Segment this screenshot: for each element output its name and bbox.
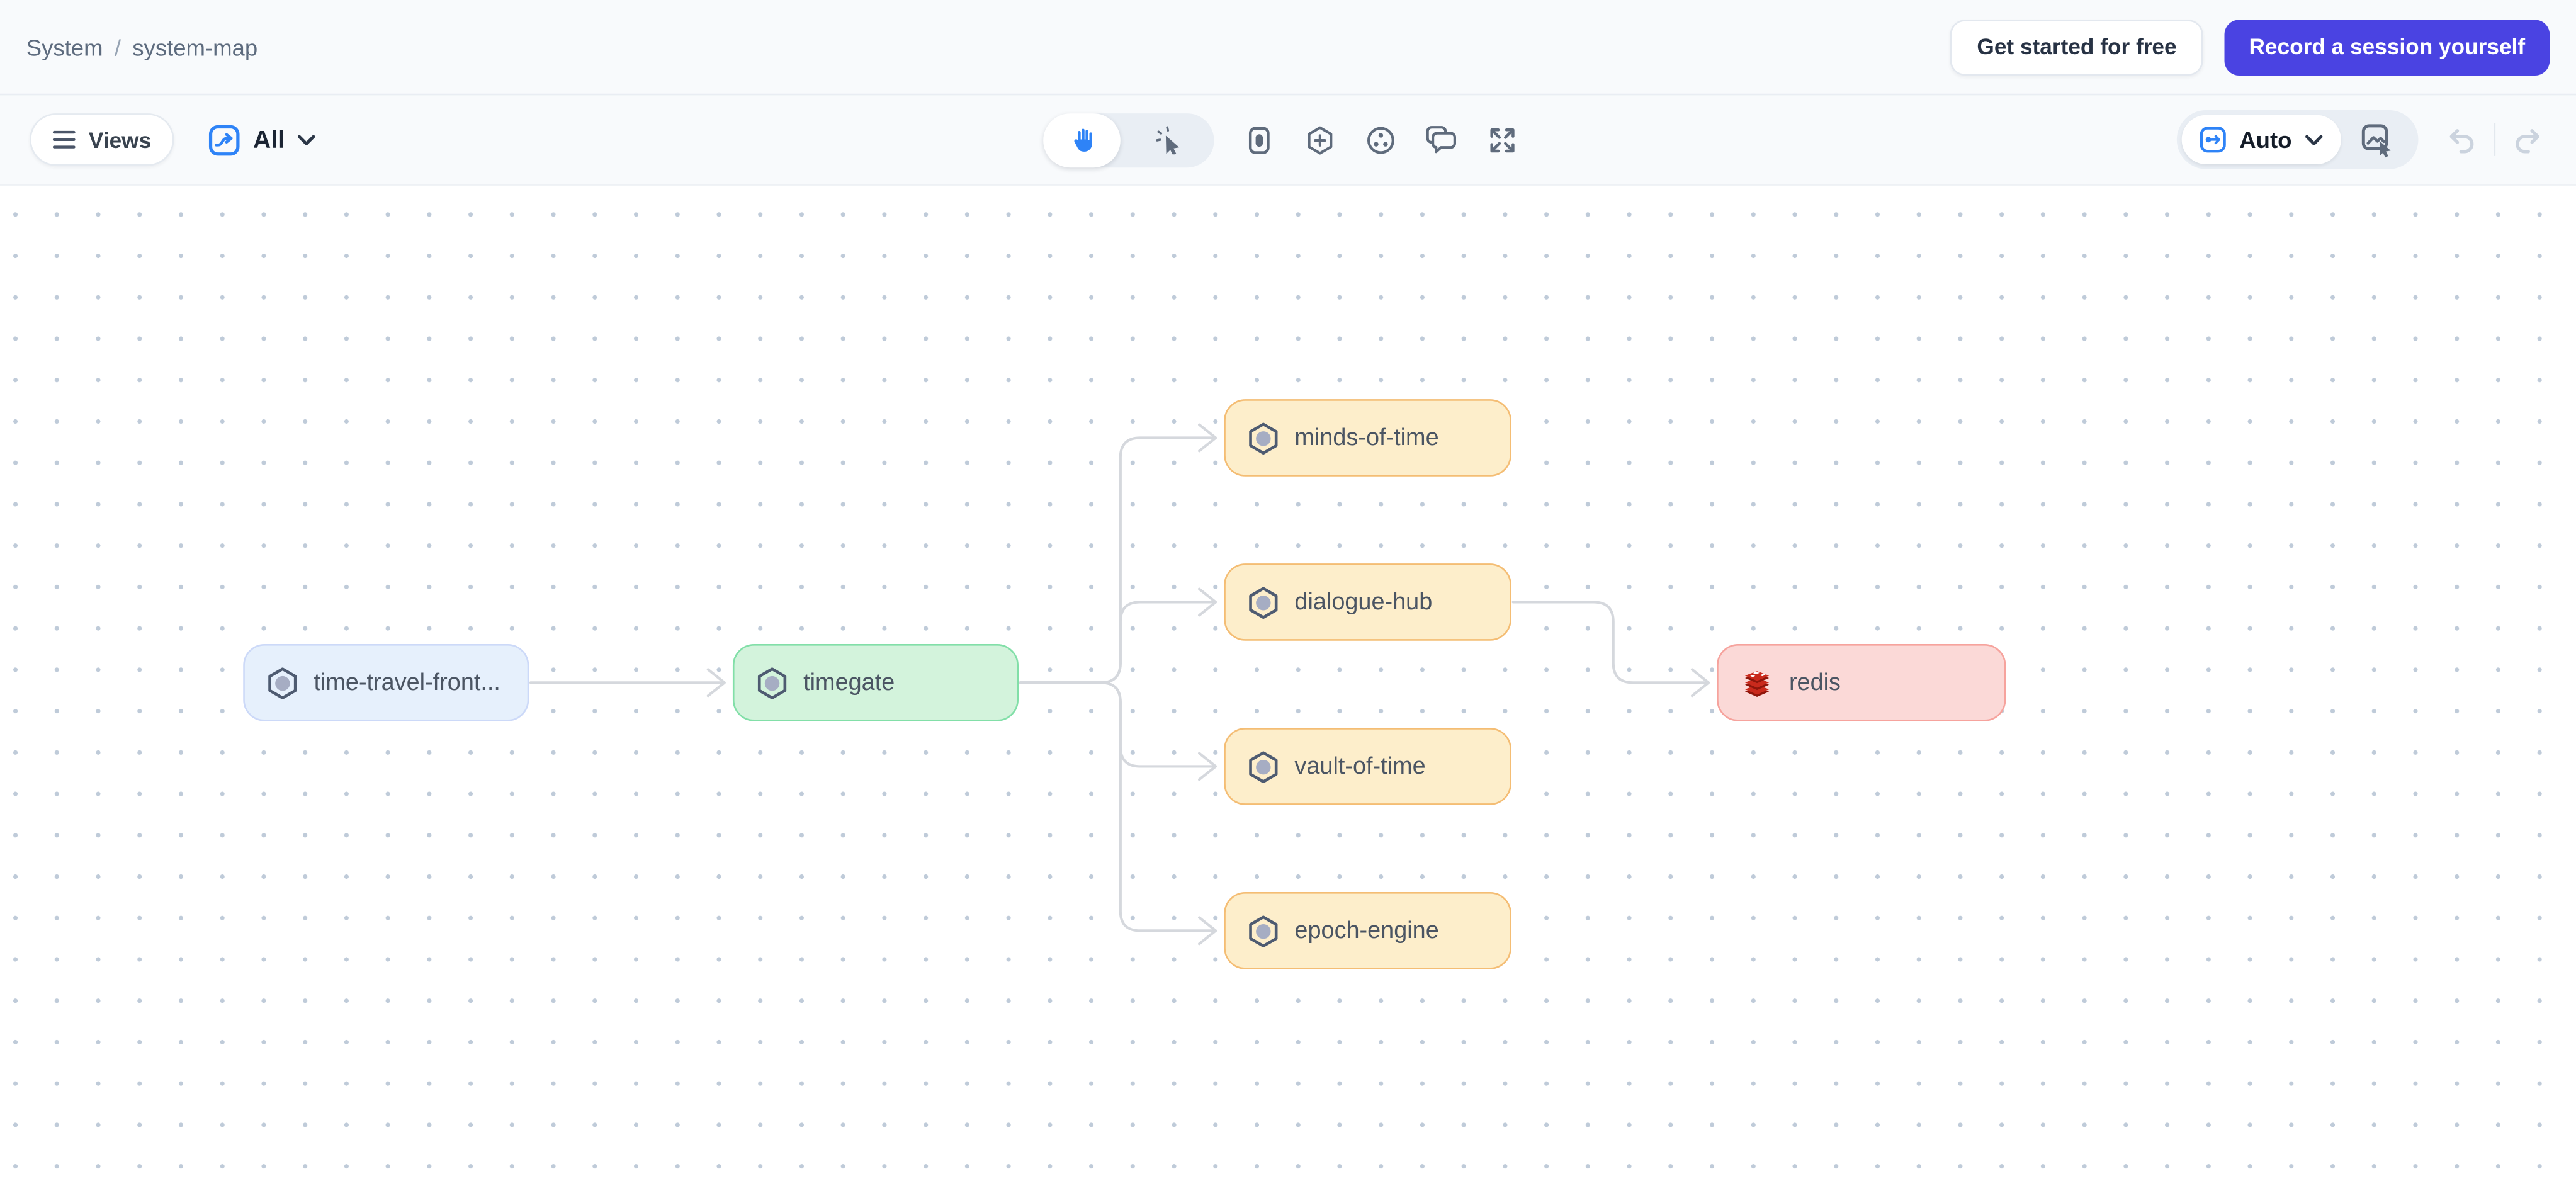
chat-bubbles-icon — [1425, 123, 1459, 156]
hexagon-plus-icon — [1304, 124, 1336, 155]
hexagon-icon — [1245, 420, 1281, 456]
hexagon-icon — [1245, 584, 1281, 620]
edge-arrowhead-icon — [1197, 423, 1217, 453]
top-actions: Get started for free Record a session yo… — [1950, 19, 2550, 75]
node-time-travel-frontend[interactable]: time-travel-front... — [243, 643, 529, 721]
side-panel-button[interactable] — [1229, 110, 1290, 171]
edge-timegate-minds-of-time — [1019, 436, 1216, 684]
node-timegate[interactable]: timegate — [732, 643, 1019, 721]
edge-timegate-vault-of-time — [1019, 681, 1216, 768]
history-controls — [2439, 118, 2550, 161]
redo-icon — [2512, 123, 2545, 156]
circle-dots-icon — [1365, 124, 1397, 155]
undo-icon — [2444, 123, 2477, 156]
filter-value: All — [252, 125, 285, 154]
breadcrumb-separator: / — [114, 33, 121, 60]
hand-icon — [1068, 126, 1095, 154]
redo-button[interactable] — [2507, 118, 2550, 161]
node-label: timegate — [803, 669, 895, 696]
edge-arrowhead-icon — [1197, 587, 1217, 617]
edge-timegate-epoch-engine — [1019, 681, 1216, 932]
divider — [2494, 123, 2496, 156]
undo-button[interactable] — [2439, 118, 2482, 161]
diagram-canvas[interactable]: time-travel-front... timegate minds-of-tim… — [0, 185, 2576, 1181]
edge-timegate-dialogue-hub — [1019, 601, 1216, 684]
node-label: time-travel-front... — [314, 669, 500, 696]
hamburger-icon — [52, 130, 76, 149]
node-label: epoch-engine — [1294, 917, 1439, 944]
comments-button[interactable] — [1411, 110, 1472, 171]
views-label: Views — [88, 127, 152, 152]
get-started-button[interactable]: Get started for free — [1950, 19, 2203, 75]
hexagon-icon — [264, 665, 300, 701]
breadcrumb-page[interactable]: system-map — [132, 33, 258, 60]
tool-switcher — [1043, 112, 1214, 167]
edge-arrowhead-icon — [1690, 668, 1710, 698]
hexagon-icon — [1245, 749, 1281, 784]
node-dialogue-hub[interactable]: dialogue-hub — [1224, 563, 1511, 641]
pan-tool-button[interactable] — [1043, 112, 1121, 167]
select-tool-button[interactable] — [1121, 113, 1214, 167]
toolbar-right: Auto — [2177, 95, 2550, 184]
image-cursor-icon — [2359, 121, 2395, 158]
chevron-down-icon — [298, 134, 316, 145]
node-label: redis — [1788, 669, 1841, 696]
side-panel-icon — [1244, 124, 1275, 155]
edge-arrowhead-icon — [1197, 916, 1217, 946]
node-vault-of-time[interactable]: vault-of-time — [1224, 728, 1511, 805]
redis-icon — [1738, 664, 1776, 701]
node-label: minds-of-time — [1294, 424, 1439, 451]
fullscreen-icon — [1487, 124, 1518, 155]
trace-filter-icon — [209, 124, 240, 155]
cursor-click-icon — [1153, 125, 1182, 155]
views-button[interactable]: Views — [29, 113, 174, 166]
edge-dialogue-hub-redis — [1511, 601, 1709, 684]
toolbar-left: Views All — [29, 95, 316, 184]
breadcrumb-section[interactable]: System — [26, 33, 103, 60]
fullscreen-button[interactable] — [1472, 110, 1533, 171]
node-label: vault-of-time — [1294, 753, 1426, 780]
chevron-down-icon — [2305, 134, 2323, 145]
toolbar-center — [1043, 95, 1533, 184]
add-node-button[interactable] — [1290, 110, 1351, 171]
edge-arrowhead-icon — [706, 668, 726, 698]
edge-arrowhead-icon — [1197, 752, 1217, 781]
node-group-button[interactable] — [1350, 110, 1411, 171]
edges-layer — [529, 423, 1710, 946]
filter-dropdown[interactable]: All — [209, 124, 316, 155]
breadcrumb: System / system-map — [26, 33, 257, 60]
canvas-toolbar: Views All — [0, 95, 2576, 186]
node-label: dialogue-hub — [1294, 589, 1433, 616]
node-epoch-engine[interactable]: epoch-engine — [1224, 892, 1511, 969]
hexagon-icon — [754, 665, 790, 701]
record-session-button[interactable]: Record a session yourself — [2224, 19, 2550, 75]
hexagon-icon — [1245, 913, 1281, 949]
layout-dropdown[interactable]: Auto — [2181, 115, 2341, 164]
layout-value: Auto — [2239, 126, 2292, 153]
node-minds-of-time[interactable]: minds-of-time — [1224, 399, 1511, 477]
layout-control: Auto — [2177, 110, 2419, 169]
auto-layout-icon — [2200, 127, 2227, 153]
node-redis[interactable]: redis — [1717, 643, 2006, 721]
top-bar: System / system-map Get started for free… — [0, 0, 2576, 96]
tool-buttons — [1229, 110, 1533, 171]
export-image-button[interactable] — [2341, 121, 2414, 158]
